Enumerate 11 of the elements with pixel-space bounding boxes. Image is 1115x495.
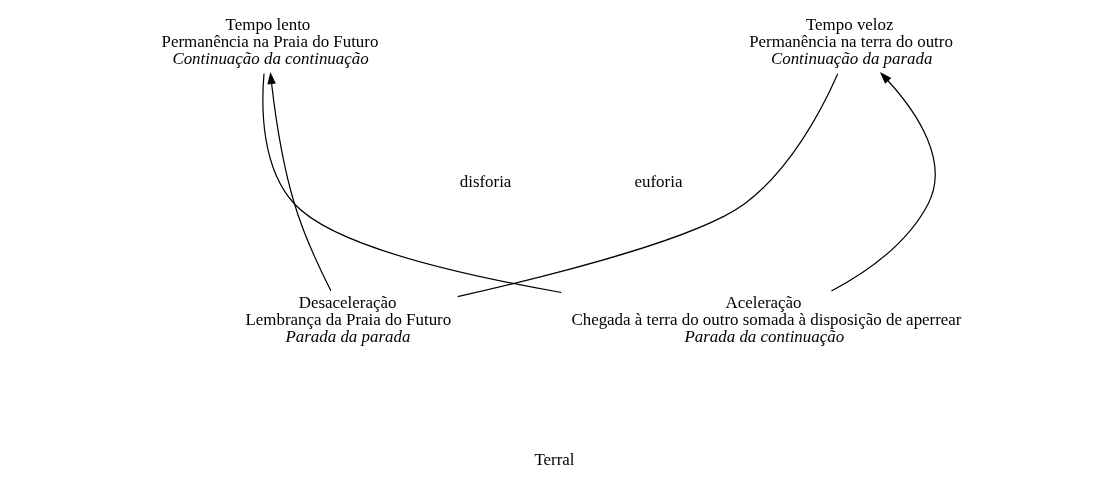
label: euforia <box>634 171 683 191</box>
label: disforia <box>459 171 512 191</box>
node-text: Aceleração Chegada à terra do outro somada à disposição de aperrear Parada da continuação <box>571 293 962 347</box>
connector <box>262 72 563 294</box>
connector <box>457 73 839 298</box>
arrow <box>830 72 936 292</box>
node-text: Tempo veloz Permanência na terra do outro Continuação da parada <box>749 15 953 68</box>
node-text: Desaceleração Lembrança da Praia do Futuro Parada da parada <box>245 293 452 347</box>
label: Terral <box>534 449 575 469</box>
node-text: Tempo lento Permanência na Praia do Futuro Continuação da continuação <box>161 15 379 68</box>
arrow <box>267 71 332 292</box>
